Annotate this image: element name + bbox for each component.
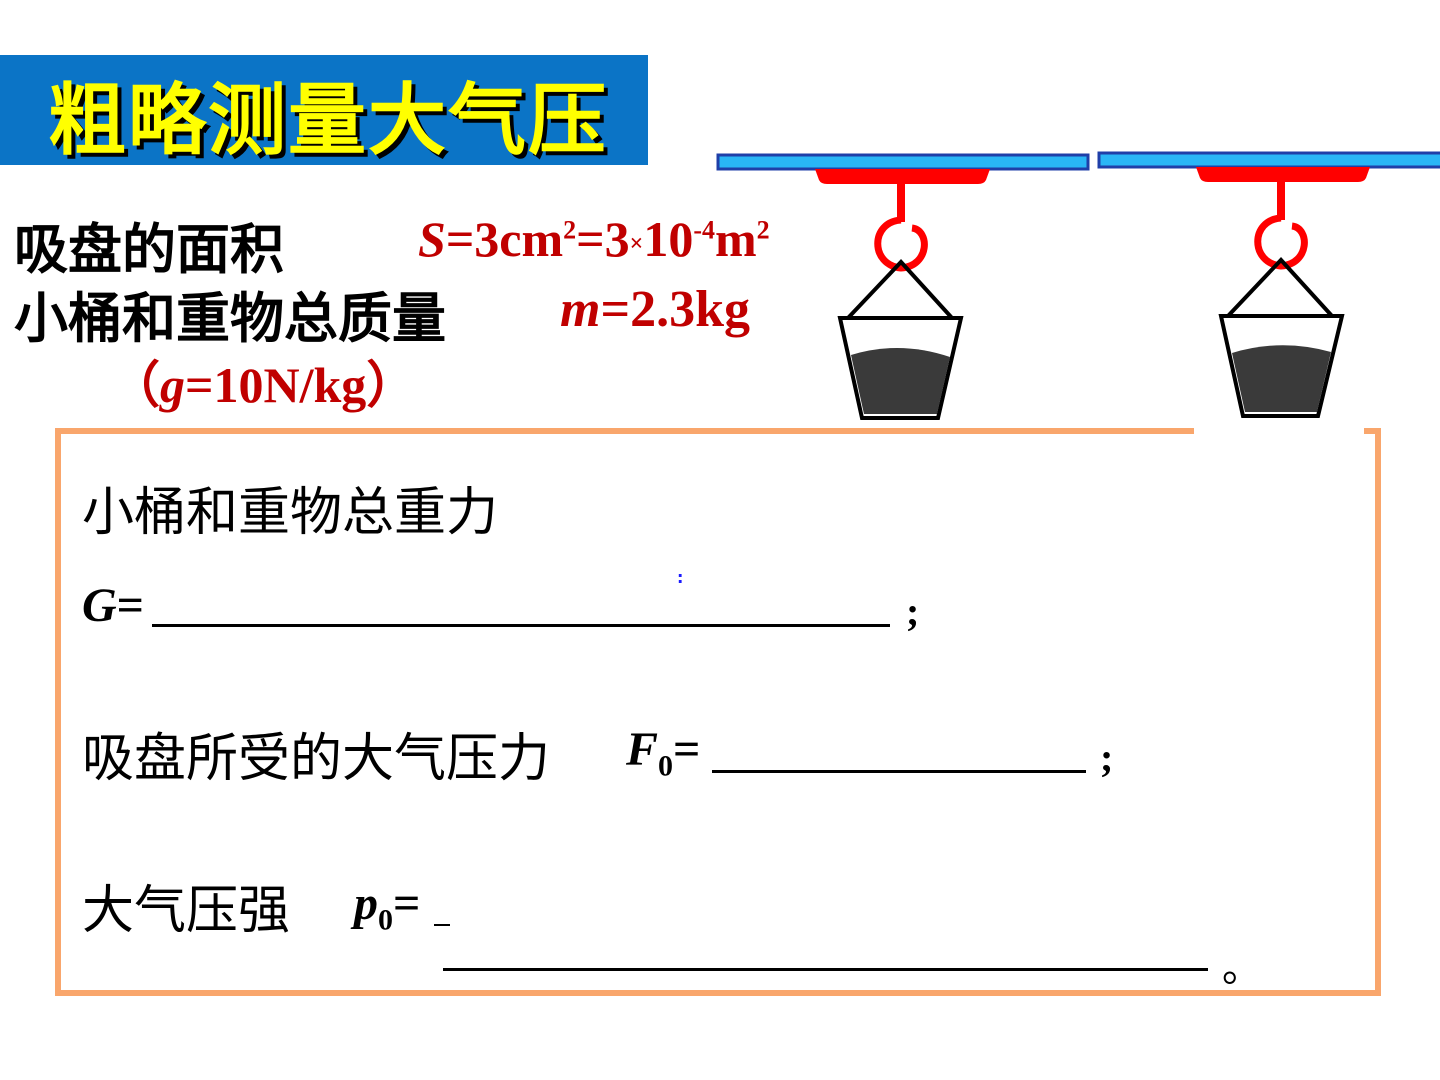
q1-label: 小桶和重物总重力 (82, 483, 499, 543)
right-suction-cup (1196, 167, 1370, 182)
apparatus-illustration (716, 151, 1440, 420)
left-bucket-handle (846, 259, 954, 320)
q3-period: 。 (1222, 945, 1262, 990)
gravity-value: =10N/kg (185, 357, 367, 413)
left-suction-cup (815, 169, 990, 184)
area-variable: S (418, 211, 446, 267)
left-apparatus (716, 153, 1090, 420)
mass-label: 小桶和重物总质量 (14, 287, 446, 350)
q3-equals: = (393, 877, 421, 930)
question-box (55, 428, 1381, 996)
q1-variable: G= (82, 578, 144, 633)
area-expr-a: =3cm (445, 211, 564, 267)
right-apparatus (1097, 151, 1440, 418)
mass-value: =2.3kg (600, 281, 751, 338)
q2-equals: = (673, 723, 701, 776)
q1-equals: = (116, 579, 145, 632)
page-title: 粗略测量大气压 (48, 76, 609, 166)
q2-var-subscript: 0 (658, 749, 674, 783)
q2-semicolon: ; (1100, 735, 1114, 780)
right-ceiling-rod (1097, 151, 1440, 169)
right-hook-icon (1254, 214, 1308, 270)
area-label: 吸盘的面积 (14, 218, 284, 281)
left-bucket-contents (851, 347, 950, 414)
question-box-gap (1194, 420, 1364, 436)
gravity-variable: g (160, 357, 185, 413)
q1-semicolon: ; (906, 589, 920, 634)
left-hook-stem (897, 182, 905, 222)
area-expr-b: =3 (576, 211, 630, 267)
gravity-close-paren: ） (366, 357, 417, 413)
q3-blank-start (434, 924, 450, 926)
q3-var-subscript: 0 (378, 903, 393, 937)
area-exp-a: 2 (563, 215, 577, 245)
q3-label: 大气压强 (82, 881, 291, 941)
q1-var-symbol: G (82, 579, 117, 632)
q2-label: 吸盘所受的大气压力 (82, 729, 551, 789)
times-sign: × (629, 231, 644, 258)
q2-answer-blank[interactable] (712, 770, 1086, 773)
q2-variable: F0= (626, 722, 700, 784)
q3-answer-blank[interactable] (443, 968, 1208, 971)
mass-formula: m=2.3kg (560, 280, 750, 339)
q1-answer-blank[interactable] (152, 624, 890, 627)
title-banner (0, 55, 648, 165)
right-bucket-contents (1232, 345, 1331, 412)
right-hook-stem (1277, 180, 1285, 220)
area-expr-d: m (715, 211, 757, 267)
area-exp-d: 2 (756, 215, 770, 245)
left-hook-icon (874, 216, 928, 272)
area-exp-c: -4 (693, 215, 716, 245)
blank-mark: : (677, 568, 684, 587)
q3-var-symbol: p (354, 877, 378, 930)
area-formula: S=3cm2=3×10-4m2 (418, 210, 770, 268)
left-ceiling-rod (716, 153, 1090, 171)
area-expr-c: 10 (643, 211, 694, 267)
q2-var-symbol: F (626, 723, 659, 776)
q3-variable: p0= (354, 876, 420, 938)
mass-variable: m (560, 281, 601, 338)
right-bucket-handle (1226, 257, 1334, 318)
gravity-note: （g=10N/kg） (110, 345, 416, 417)
gravity-open-paren: （ (110, 357, 160, 413)
